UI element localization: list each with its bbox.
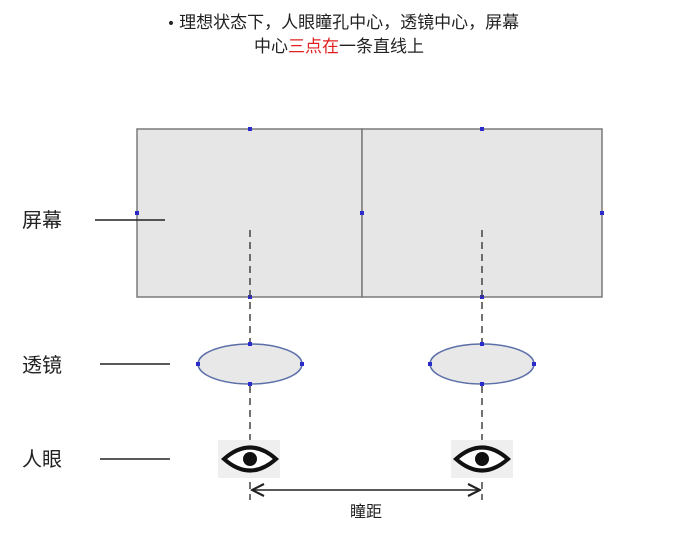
lenses — [197, 343, 535, 385]
marker-left-lens-top — [248, 342, 252, 346]
marker-screen-left-edge — [135, 211, 139, 215]
label-eye: 人眼 — [22, 447, 170, 471]
marker-left-lens-right — [300, 362, 304, 366]
label-screen: 屏幕 — [22, 208, 165, 232]
marker-right-lens-bottom — [480, 382, 484, 386]
marker-right-lens-right — [532, 362, 536, 366]
label-lens: 透镜 — [22, 353, 170, 377]
label-eye-text: 人眼 — [22, 447, 62, 471]
caption-line-1: •理想状态下，人眼瞳孔中心，透镜中心，屏幕 — [0, 12, 678, 36]
bullet-icon: • — [166, 16, 176, 32]
ipd-label: 瞳距 — [350, 502, 382, 521]
right-pupil — [475, 452, 489, 466]
label-lens-text: 透镜 — [22, 353, 62, 377]
label-screen-text: 屏幕 — [22, 208, 62, 232]
marker-screen-right-top — [480, 127, 484, 131]
left-pupil — [243, 452, 257, 466]
marker-screen-middle-edge — [360, 211, 364, 215]
caption-suffix: 一条直线上 — [339, 37, 424, 57]
left-lens — [197, 343, 303, 385]
marker-left-lens-bottom — [248, 382, 252, 386]
eye-icon — [451, 440, 513, 478]
caption-prefix: 中心 — [254, 37, 288, 57]
marker-screen-left-top — [248, 127, 252, 131]
marker-right-lens-top — [480, 342, 484, 346]
caption-line-2: 中心三点在一条直线上 — [0, 36, 678, 59]
diagram-caption: •理想状态下，人眼瞳孔中心，透镜中心，屏幕 中心三点在一条直线上 — [0, 12, 678, 59]
right-lens — [429, 343, 535, 385]
caption-highlight: 三点在 — [288, 37, 339, 57]
marker-right-lens-left — [428, 362, 432, 366]
marker-screen-right-edge — [600, 211, 604, 215]
marker-left-lens-left — [196, 362, 200, 366]
eye-icon — [218, 440, 280, 478]
caption-text-1: 理想状态下，人眼瞳孔中心，透镜中心，屏幕 — [179, 13, 520, 33]
lens-markers — [196, 342, 536, 386]
screen — [136, 128, 603, 298]
